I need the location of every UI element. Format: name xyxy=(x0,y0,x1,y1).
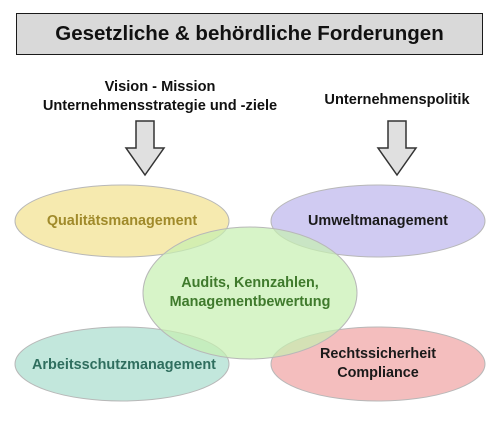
down-arrow-right-icon xyxy=(376,120,418,177)
audits-line1: Audits, Kennzahlen, xyxy=(181,275,319,291)
vision-mission-text: Vision - Mission xyxy=(104,79,216,95)
quality-management-ellipse xyxy=(14,184,230,258)
title-text: Gesetzliche & behördliche Forderungen xyxy=(55,22,444,45)
title-banner: Gesetzliche & behördliche Forderungen xyxy=(16,13,483,55)
input-label-policy: Unternehmenspolitik xyxy=(324,92,470,108)
safety-management-ellipse xyxy=(14,326,230,402)
environment-management-ellipse xyxy=(270,184,486,258)
down-arrow-left-icon xyxy=(124,120,166,177)
strategy-goals-text: Unternehmensstrategie und -ziele xyxy=(42,98,278,114)
audits-label: Audits, Kennzahlen, Managementbewertung xyxy=(146,272,354,314)
input-label-vision-strategy: Vision - Mission Unternehmensstrategie u… xyxy=(20,78,300,116)
environment-management-label: Umweltmanagement xyxy=(308,212,448,229)
legal-line2: Compliance xyxy=(337,365,419,381)
audits-ellipse xyxy=(142,226,358,360)
legal-line1: Rechtssicherheit xyxy=(320,346,436,362)
legal-compliance-ellipse xyxy=(270,326,486,402)
legal-compliance-label: Rechtssicherheit Compliance xyxy=(276,343,480,385)
quality-management-label: Qualitätsmanagement xyxy=(46,212,198,229)
audits-line2: Managementbewertung xyxy=(169,294,331,310)
safety-management-label: Arbeitsschutzmanagement xyxy=(32,356,216,373)
